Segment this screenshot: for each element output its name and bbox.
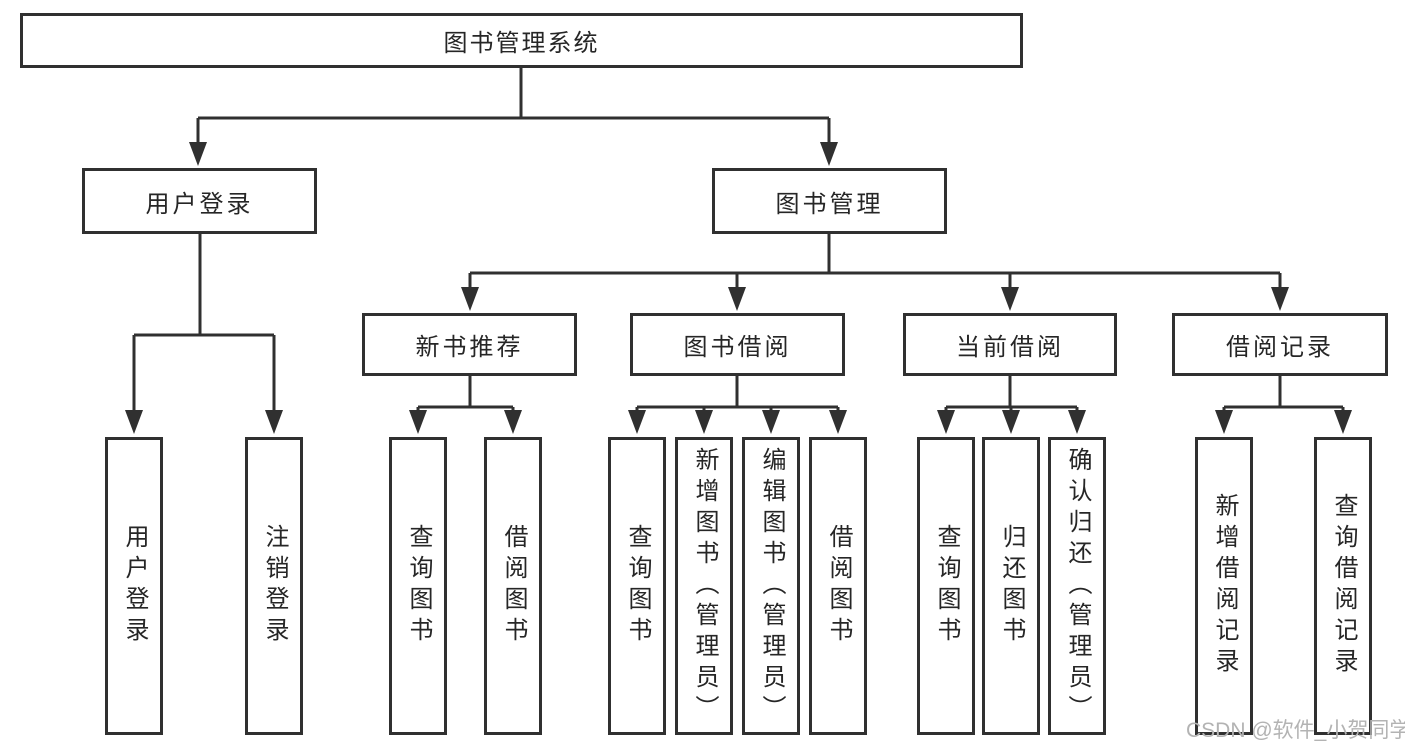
vertical-label: 查询图书 [405, 524, 432, 648]
vertical-label: 新增图书（管理员） [691, 446, 718, 726]
leaf-add-borrow-record: 新增借阅记录 [1195, 437, 1253, 735]
arrowheads [125, 142, 1352, 434]
leaf-query-books: 查询图书 [608, 437, 666, 735]
vertical-label: 编辑图书（管理员） [758, 446, 785, 726]
vertical-label: 借阅图书 [500, 524, 527, 648]
node-current-borrow: 当前借阅 [903, 313, 1117, 376]
vertical-label: 归还图书 [998, 524, 1025, 648]
leaf-query-books: 查询图书 [389, 437, 447, 735]
node-label: 图书借阅 [683, 334, 792, 361]
node-label: 图书管理系统 [443, 30, 600, 57]
leaf-borrow-books: 借阅图书 [484, 437, 542, 735]
vertical-label: 查询图书 [624, 524, 651, 648]
node-borrow-records: 借阅记录 [1172, 313, 1388, 376]
vertical-label: 注销登录 [261, 524, 288, 648]
leaf-logout: 注销登录 [245, 437, 303, 735]
node-label: 当前借阅 [956, 334, 1064, 361]
leaf-query-borrow-record: 查询借阅记录 [1314, 437, 1372, 735]
csdn-watermark: CSDN @软件_小贺同学 [1186, 719, 1405, 742]
leaf-borrow-books: 借阅图书 [809, 437, 867, 735]
node-user-login: 用户登录 [82, 168, 317, 234]
node-label: 用户登录 [145, 190, 254, 218]
node-label: 借阅记录 [1226, 334, 1334, 361]
node-root-system: 图书管理系统 [20, 13, 1023, 68]
node-book-borrow: 图书借阅 [630, 313, 845, 376]
node-new-book-recommend: 新书推荐 [362, 313, 577, 376]
leaf-add-book-admin: 新增图书（管理员） [675, 437, 733, 735]
vertical-label: 借阅图书 [825, 524, 852, 648]
node-label: 新书推荐 [415, 334, 524, 361]
leaf-confirm-return-admin: 确认归还（管理员） [1048, 437, 1106, 735]
vertical-label: 确认归还（管理员） [1064, 446, 1091, 726]
vertical-label: 查询图书 [933, 524, 960, 648]
node-book-management: 图书管理 [712, 168, 947, 234]
leaf-return-books: 归还图书 [982, 437, 1040, 735]
leaf-query-books: 查询图书 [917, 437, 975, 735]
leaf-user-login: 用户登录 [105, 437, 163, 735]
vertical-label: 新增借阅记录 [1211, 493, 1238, 679]
vertical-label: 查询借阅记录 [1330, 493, 1357, 679]
vertical-label: 用户登录 [121, 524, 148, 648]
leaf-edit-book-admin: 编辑图书（管理员） [742, 437, 800, 735]
node-label: 图书管理 [775, 190, 884, 218]
